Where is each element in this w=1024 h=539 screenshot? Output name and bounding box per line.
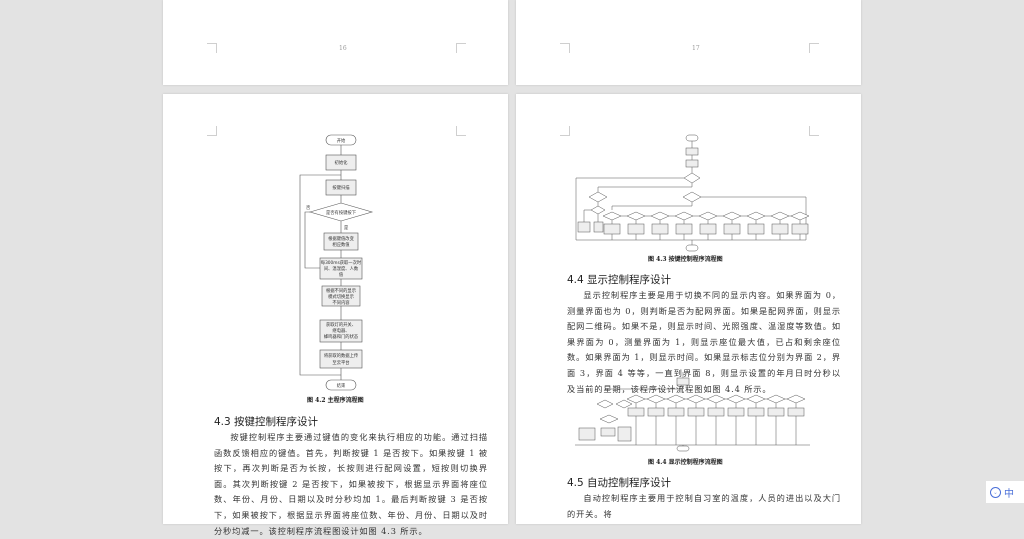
flow-process <box>787 407 805 417</box>
yes-label: 是 <box>344 225 349 231</box>
flow-decision <box>706 394 726 404</box>
section-4-5-heading: 4.5 自动控制程序设计 <box>567 477 672 489</box>
flow-decision <box>650 211 670 221</box>
section-4-3-heading: 4.3 按键控制程序设计 <box>214 416 319 428</box>
svg-text:不同内容: 不同内容 <box>332 299 350 306</box>
margin-corner <box>456 43 466 53</box>
section-4-5-paragraph: 自动控制程序主要用于控制自习室的温度，人员的进出以及大门的开关。将 <box>567 493 841 519</box>
flow-decision: 是否有按键按下 <box>308 202 374 222</box>
flow-decision <box>626 394 646 404</box>
svg-text:根据不同的显示: 根据不同的显示 <box>326 287 357 294</box>
flow-decision <box>666 394 686 404</box>
ime-logo-icon[interactable]: ⌣ <box>990 486 1001 498</box>
svg-text:开始: 开始 <box>337 137 346 144</box>
display-control-flowchart <box>575 372 810 452</box>
svg-text:模式切换显示: 模式切换显示 <box>328 293 354 300</box>
flow-decision <box>626 211 646 221</box>
page-16: 16 <box>163 0 508 85</box>
flow-decision <box>726 394 746 404</box>
svg-text:按键扫描: 按键扫描 <box>332 184 350 191</box>
svg-text:值: 值 <box>339 271 344 278</box>
margin-corner <box>456 126 466 136</box>
flow-decision <box>746 211 766 221</box>
svg-text:获取灯的开关、: 获取灯的开关、 <box>326 321 356 328</box>
svg-text:根据键值改变: 根据键值改变 <box>328 235 354 242</box>
no-label: 否 <box>306 205 311 211</box>
svg-text:结束: 结束 <box>337 382 346 389</box>
flow-process <box>627 407 645 417</box>
flow-process <box>647 407 665 417</box>
figure-4-2-caption: 图 4.2 主程序流程图 <box>307 397 364 404</box>
flow-process <box>687 407 705 417</box>
figure-4-3-caption: 图 4.3 按键控制程序流程图 <box>648 256 723 263</box>
svg-text:将获取的数据上传: 将获取的数据上传 <box>324 352 359 359</box>
flow-decision <box>602 211 622 221</box>
flow-decision <box>698 211 718 221</box>
page-number: 17 <box>692 45 700 52</box>
flow-process <box>767 407 785 417</box>
flow-scan: 按键扫描 <box>325 179 357 196</box>
svg-text:蜂鸣器和门的状态: 蜂鸣器和门的状态 <box>324 333 359 340</box>
margin-corner <box>809 126 819 136</box>
margin-corner <box>207 43 217 53</box>
svg-text:每300ms获取一次时: 每300ms获取一次时 <box>321 259 362 266</box>
figure-4-4-caption: 图 4.4 显示控制程序流程图 <box>648 459 723 466</box>
flow-decision <box>770 211 790 221</box>
page-17: 17 <box>516 0 861 85</box>
margin-corner <box>207 126 217 136</box>
svg-text:相应数值: 相应数值 <box>332 241 350 248</box>
margin-corner <box>560 43 570 53</box>
svg-text:继电器、: 继电器、 <box>332 327 349 334</box>
flow-decision <box>722 211 742 221</box>
margin-corner <box>809 43 819 53</box>
flow-decision <box>766 394 786 404</box>
flow-decision <box>746 394 766 404</box>
flow-decision <box>674 211 694 221</box>
page-number: 16 <box>339 45 347 52</box>
flow-decision <box>790 211 810 221</box>
key-control-flowchart <box>575 134 810 252</box>
flow-end: 结束 <box>325 379 357 391</box>
flow-process <box>747 407 765 417</box>
flow-decision <box>786 394 806 404</box>
section-4-4-heading: 4.4 显示控制程序设计 <box>567 274 672 286</box>
flow-decision <box>686 394 706 404</box>
flow-step4: 获取灯的开关、继电器、蜂鸣器和门的状态 <box>319 319 363 343</box>
ime-language-toggle[interactable]: 中 <box>1004 488 1014 500</box>
flow-process <box>667 407 685 417</box>
svg-text:至云平台: 至云平台 <box>332 359 349 366</box>
flow-process <box>707 407 725 417</box>
svg-text:间、温湿度、人数: 间、温湿度、人数 <box>324 265 359 272</box>
margin-corner <box>560 126 570 136</box>
section-4-4-paragraph: 显示控制程序主要是用于切换不同的显示内容。如果界面为 0，测量界面也为 0，则判… <box>567 290 841 394</box>
ime-indicator[interactable]: ⌣ 中 <box>986 481 1024 503</box>
svg-text:初始化: 初始化 <box>335 159 349 166</box>
svg-text:是否有按键按下: 是否有按键按下 <box>326 209 357 216</box>
flow-decision <box>646 394 666 404</box>
flow-process <box>727 407 745 417</box>
